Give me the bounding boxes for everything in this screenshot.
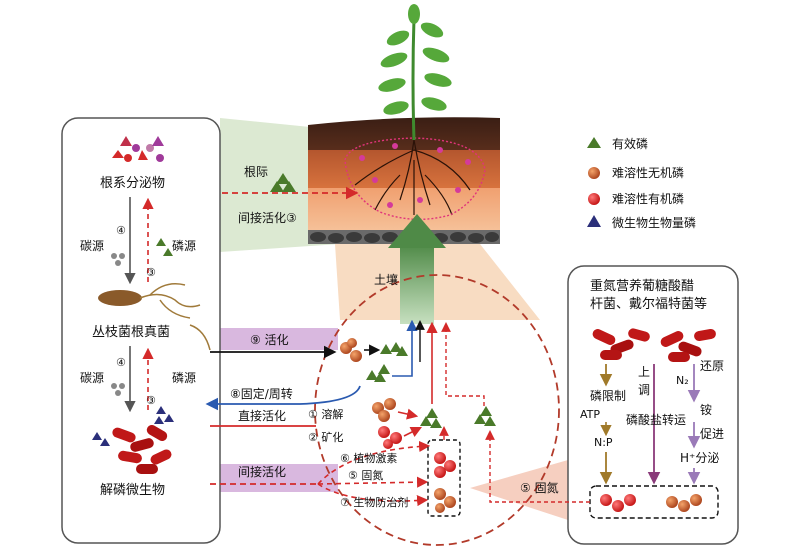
legend-microbial-p: 微生物生物量磷 <box>612 215 696 230</box>
rhizosphere-triangles <box>270 173 296 192</box>
soil-label: 土壤 <box>374 272 398 287</box>
activated-triangles-3 <box>474 406 496 426</box>
soil-funnel <box>335 244 540 320</box>
root-exudates-label: 根系分泌物 <box>100 176 165 191</box>
mineralization-arrow <box>403 426 423 438</box>
carbon-source-label-2: 碳源 <box>80 371 104 385</box>
soil-uptake-arrow <box>388 214 446 324</box>
legend-inorganic-p: 难溶性无机磷 <box>612 165 684 180</box>
soil-process-circle <box>314 274 560 546</box>
atp-label: ATP <box>580 408 600 421</box>
amf-fungus-icon <box>98 283 211 351</box>
n-fixation-label: ⑤ 固氮 <box>348 468 383 482</box>
microbial-triangles <box>154 406 174 424</box>
dissolution-arrow <box>397 408 419 420</box>
activation-band <box>220 328 338 350</box>
mineralization-label: ② 矿化 <box>308 430 343 444</box>
right-n-fixation-label: ⑤ 固氮 <box>520 480 559 495</box>
nitrogen-uptake-arrow <box>441 322 485 406</box>
n-fixation-arrow <box>317 476 429 488</box>
promote-label: 促进 <box>700 427 724 441</box>
left-panel <box>61 117 221 544</box>
psm-bacteria-icon <box>92 425 172 474</box>
legend: 有效磷 难溶性无机磷 难溶性有机磷 微生物生物量磷 <box>587 136 696 230</box>
reduce-label: 还原 <box>700 359 724 373</box>
carbon-source-label-1: 碳源 <box>80 239 104 253</box>
dissolution-label: ① 溶解 <box>308 407 343 421</box>
amf-label: 丛枝菌根真菌 <box>92 325 170 340</box>
np-label: N:P <box>594 436 613 449</box>
n2-label: N₂ <box>676 374 689 387</box>
activation-inorganic-balls <box>340 338 362 362</box>
legend-organic-p: 难溶性有机磷 <box>612 191 684 206</box>
right-title-line2: 杆菌、戴尔福特菌等 <box>590 296 707 312</box>
ammonium-label: 铵 <box>700 402 712 417</box>
carbon-dots-2 <box>111 383 125 396</box>
fixation-arrow <box>205 385 361 411</box>
biocontrol-arrow <box>317 483 429 507</box>
activated-triangles-2 <box>420 408 442 428</box>
fixation-uptake-arrow <box>392 319 418 377</box>
plant <box>378 4 452 141</box>
circled-4-lower: ④ <box>116 356 126 369</box>
mineralization-balls <box>378 426 402 449</box>
phosphorus-source-label-1: 磷源 <box>172 238 196 253</box>
up-label: 上 <box>638 365 650 379</box>
target-orange-balls <box>434 488 456 513</box>
direct-activation-label: 直接活化 <box>238 408 286 423</box>
circled-3-lower: ③ <box>146 394 156 407</box>
right-n-fixation-arrow <box>485 430 590 503</box>
activated-triangles-1 <box>380 342 408 356</box>
rhizosphere-label: 根际 <box>244 165 268 179</box>
legend-organic-p-icon <box>588 193 600 205</box>
phosphorus-source-label-2: 磷源 <box>172 370 196 385</box>
soil-block <box>308 117 500 244</box>
phytohormone-arrow <box>317 440 431 485</box>
indirect-activation-3-label: 间接活化③ <box>238 210 297 225</box>
p-limitation-label: 磷限制 <box>590 388 626 403</box>
phosphate-transport-label: 磷酸盐转运 <box>626 412 686 427</box>
phytohormone-label: ⑥ 植物激素 <box>340 451 397 465</box>
regulate-label: 调 <box>638 383 650 397</box>
indirect-activation-label: 间接活化 <box>238 464 286 479</box>
target-red-balls <box>434 452 456 478</box>
right-orange-balls <box>666 494 702 512</box>
right-red-balls <box>600 494 636 512</box>
fixation-triangles <box>366 364 390 382</box>
activation-9-label: ⑨ 活化 <box>250 333 289 347</box>
root-exudate-molecules <box>112 136 164 162</box>
biocontrol-label: ⑦ 生物防治剂 <box>340 495 408 509</box>
legend-inorganic-p-icon <box>588 167 600 179</box>
legend-effective-p-icon <box>587 137 601 148</box>
target-box <box>427 439 461 517</box>
phosphorus-triangles-1 <box>156 238 173 256</box>
legend-microbial-p-icon <box>587 215 601 227</box>
h-secretion-label: H⁺分泌 <box>680 451 719 465</box>
legend-effective-p: 有效磷 <box>612 136 648 151</box>
circled-4-upper: ④ <box>116 224 126 237</box>
circled-3-upper: ③ <box>146 266 156 279</box>
psm-label: 解磷微生物 <box>100 483 165 498</box>
dissolution-balls <box>372 398 396 422</box>
right-title-line1: 重氮营养葡糖酸醋 <box>590 278 694 294</box>
carbon-dots-1 <box>111 253 125 266</box>
indirect-band <box>220 464 338 492</box>
diazotroph-bacteria-icon <box>592 328 716 362</box>
fixation-turnover-label: ⑧固定/周转 <box>230 386 293 401</box>
